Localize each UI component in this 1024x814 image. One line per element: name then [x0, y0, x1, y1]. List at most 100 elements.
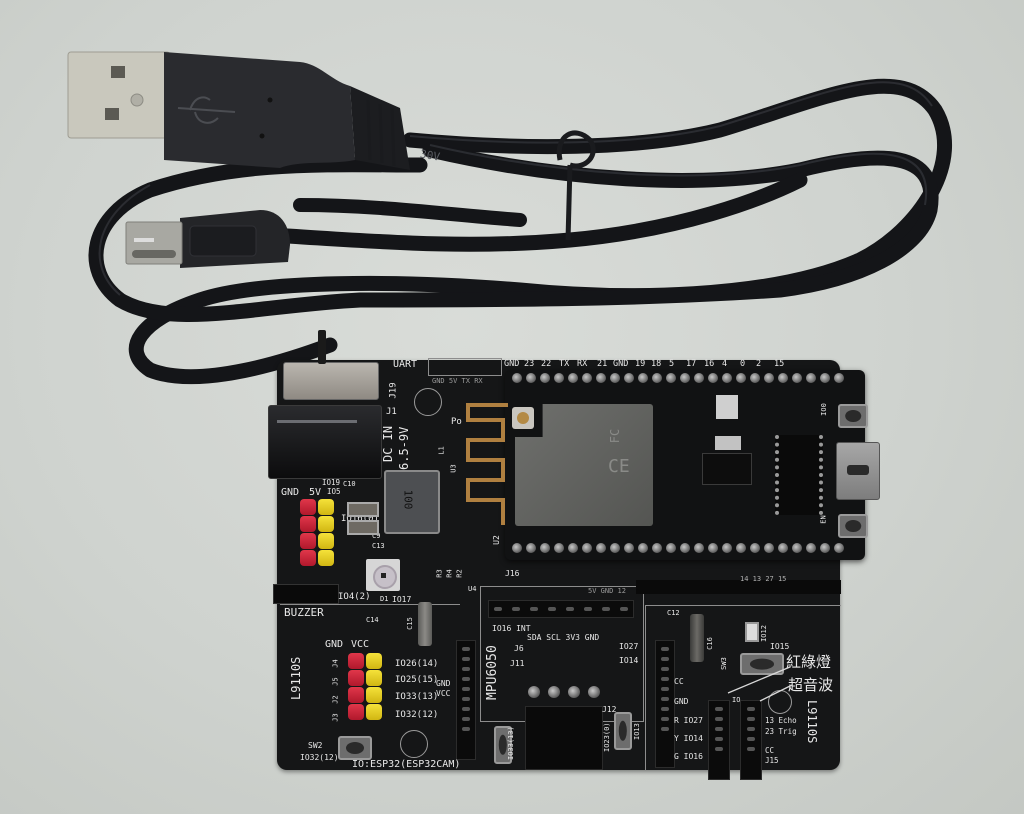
switch-lever[interactable]	[318, 330, 326, 364]
rgb-led[interactable]	[366, 559, 400, 591]
j3-label: J3	[331, 713, 340, 722]
l9110s-right-label: L9110S	[805, 700, 819, 744]
io27-label: IO27	[619, 642, 639, 651]
l9110s-left-label: L9110S	[289, 656, 303, 700]
sw3-button[interactable]	[740, 653, 784, 675]
c16-label: C16	[705, 637, 714, 650]
esp-lower-labels: 14 13 27 15	[740, 575, 787, 583]
usb-trident-icon	[177, 96, 236, 124]
voltage-label: 6.5-9V	[397, 426, 411, 470]
servo-gnd-label: GND	[281, 487, 300, 498]
c15-label: C15	[405, 617, 414, 630]
traffic-light-outline	[645, 605, 841, 771]
l1-label: L1	[437, 446, 446, 455]
twist-tie	[556, 130, 596, 241]
io19-label: IO19	[322, 478, 341, 487]
echo-label: 13 Echo	[765, 716, 797, 725]
uart-label: UART	[393, 359, 418, 370]
diode	[716, 395, 738, 419]
label-j19: J19	[388, 382, 399, 399]
ultrasonic-label: 超音波	[788, 676, 834, 694]
uart-header[interactable]	[428, 358, 502, 376]
c10-label: C10	[343, 480, 356, 488]
j11-label: J11	[510, 659, 525, 668]
arrow-pointers	[727, 666, 793, 702]
ultrasonic-header-left[interactable]	[708, 700, 730, 780]
j4-label: J4	[331, 659, 340, 668]
servo-header[interactable]	[300, 498, 334, 567]
indicator-led	[745, 622, 759, 642]
top-header-labels: GND 23 22 TX RX 21 GND 19 18 5 17 16 4 0…	[504, 359, 785, 369]
devkit-bottom-pins[interactable]	[512, 543, 844, 553]
traffic-light-header[interactable]	[655, 640, 675, 768]
en-label: EN	[819, 515, 828, 524]
io33-label: IO33(13)	[395, 692, 439, 702]
u2-label: U2	[491, 535, 501, 545]
i2c-labels: SDA SCL 3V3 GND	[527, 633, 600, 642]
u3-label: U3	[449, 464, 458, 473]
jack-highlight	[277, 420, 357, 423]
power-led-label: Po	[451, 417, 462, 427]
i2c-pins[interactable]	[528, 686, 600, 698]
traffic-r: R IO27	[674, 716, 703, 725]
cable-print: 30V	[419, 147, 441, 164]
mpu6050-label: MPU6050	[485, 645, 500, 700]
sw2-label: SW2	[308, 741, 323, 750]
sw4-label: IO33(13)	[507, 726, 515, 760]
inductor: 100	[384, 470, 440, 534]
j15-label: J15	[765, 756, 779, 765]
c13-label: C13	[372, 542, 385, 550]
io17-label: IO17	[392, 595, 412, 604]
mount-hole	[414, 388, 442, 416]
en-button[interactable]	[838, 514, 868, 538]
io0-label: IO0	[819, 403, 828, 416]
traffic-cc: CC	[674, 677, 684, 686]
j2-label: J2	[331, 695, 340, 704]
motor-header[interactable]	[348, 652, 382, 721]
micro-usb-port[interactable]	[836, 442, 880, 500]
capacitor-c16	[690, 614, 704, 662]
ultrasonic-header-right[interactable]	[740, 700, 762, 780]
usb-a-plug	[67, 51, 410, 170]
power-switch[interactable]	[283, 362, 379, 400]
regulator-tab	[715, 436, 741, 450]
j12-label: J12	[602, 705, 617, 714]
capacitor-c15	[418, 602, 432, 646]
sw1-label: IO23(0)	[603, 722, 611, 752]
motor-io-header[interactable]	[456, 640, 476, 760]
uart-pins: GND 5V TX RX	[432, 377, 483, 385]
traffic-y: Y IO14	[674, 734, 703, 743]
boot-button[interactable]	[838, 404, 868, 428]
lower-header-strip[interactable]	[636, 580, 841, 594]
u4-label: U4	[468, 585, 477, 593]
io5-label: IO5	[327, 487, 341, 496]
sw1-button[interactable]	[614, 712, 632, 750]
buzzer-header[interactable]	[273, 584, 339, 604]
c9-label: C9	[372, 532, 381, 540]
voltage-regulator	[702, 453, 752, 485]
mpu6050-header[interactable]	[488, 600, 634, 618]
capacitor-c9	[347, 502, 379, 517]
sw4-button[interactable]	[494, 726, 512, 764]
j5-label: J5	[331, 677, 340, 686]
io12-label: IO12	[759, 625, 768, 642]
traffic-gnd: GND	[674, 697, 689, 706]
fc-mark: FC	[608, 428, 623, 444]
sw2-button[interactable]	[338, 736, 372, 760]
ipex-antenna-connector[interactable]	[512, 407, 534, 429]
footer-label: IO:ESP32(ESP32CAM)	[352, 759, 461, 770]
devkit-top-pins[interactable]	[512, 373, 844, 383]
io26-label: IO26(14)	[395, 659, 439, 669]
ultrasonic-cc-label: CC	[765, 746, 775, 755]
ultrasonic-io-label: IO	[732, 696, 741, 704]
i2c-connector[interactable]	[525, 706, 603, 770]
gnd-label: GND	[436, 679, 451, 688]
r4-label: R4	[445, 569, 454, 578]
micro-usb-plug	[125, 210, 290, 268]
dc-jack[interactable]	[268, 405, 382, 479]
mpu-int-label: IO16 INT	[492, 624, 531, 633]
io25-label: IO25(15)	[395, 675, 439, 685]
r3-label: R3	[435, 569, 444, 578]
vcc-label: VCC	[436, 689, 451, 698]
label-j1: J1	[386, 407, 397, 417]
